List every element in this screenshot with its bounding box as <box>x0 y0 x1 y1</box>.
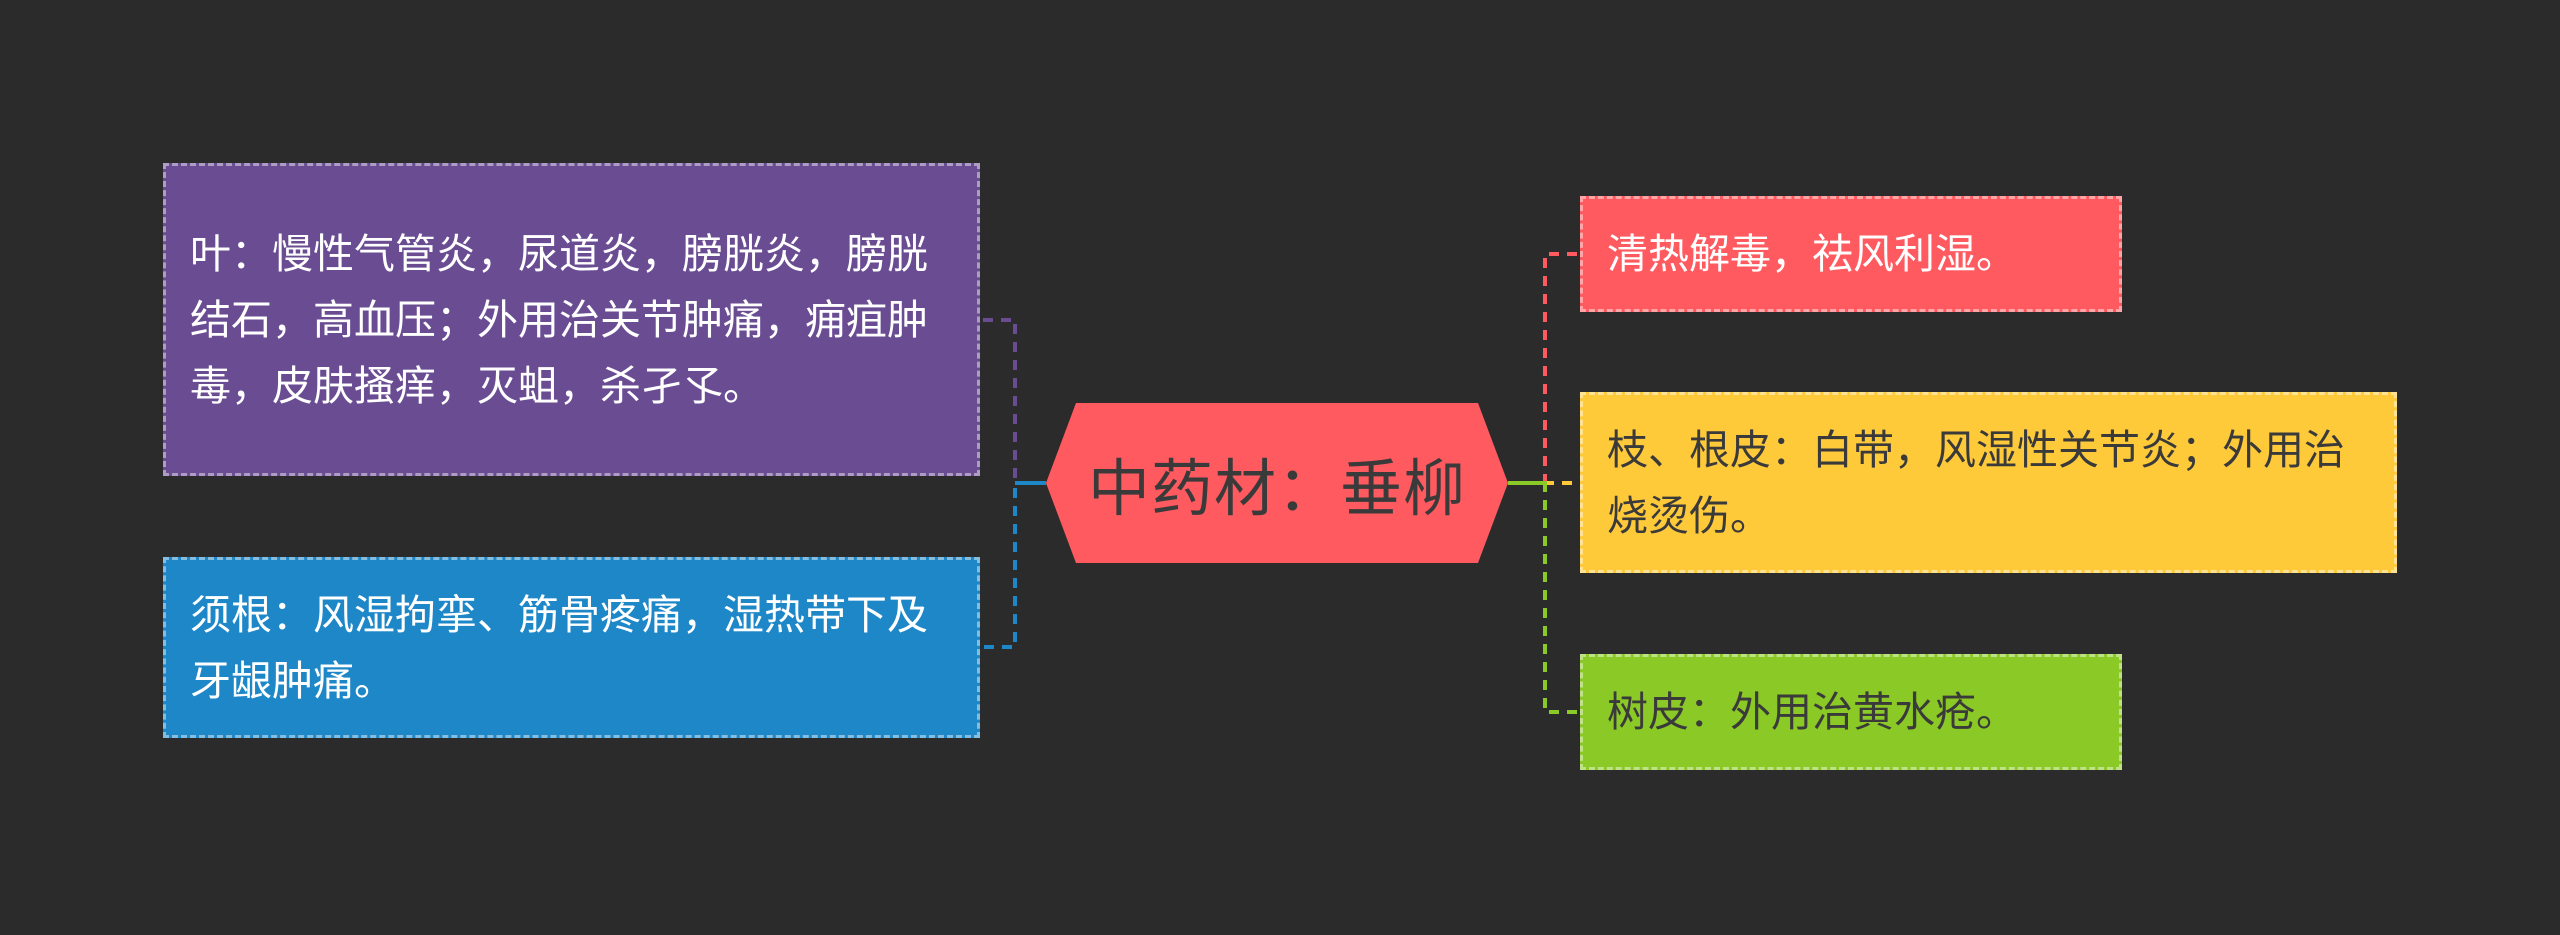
central-topic-shape <box>1046 403 1508 563</box>
leaf-node-root-hair-uses[interactable]: 须根：风湿拘挛、筋骨疼痛，湿热带下及牙龈肿痛。 <box>163 557 980 738</box>
leaf-node-leaf-uses[interactable]: 叶：慢性气管炎，尿道炎，膀胱炎，膀胱结石，高血压；外用治关节肿痛，痈疽肿毒，皮肤… <box>163 163 980 476</box>
central-topic[interactable]: 中药材：垂柳 <box>1046 403 1508 563</box>
central-topic-label: 中药材：垂柳 <box>1087 452 1466 525</box>
leaf-node-text: 树皮：外用治黄水疮。 <box>1607 688 2017 736</box>
leaf-node-branch-root-bark-uses[interactable]: 枝、根皮：白带，风湿性关节炎；外用治烧烫伤。 <box>1580 392 2397 573</box>
connector-left-1 <box>980 318 1046 485</box>
leaf-node-text: 清热解毒，祛风利湿。 <box>1607 230 2017 278</box>
leaf-node-text: 枝、根皮：白带，风湿性关节炎；外用治烧烫伤。 <box>1607 425 2345 540</box>
connector-left-2 <box>980 481 1046 649</box>
connector-right-1 <box>1508 252 1580 485</box>
leaf-node-text: 须根：风湿拘挛、筋骨疼痛，湿热带下及牙龈肿痛。 <box>190 590 928 705</box>
leaf-node-effects[interactable]: 清热解毒，祛风利湿。 <box>1580 196 2122 312</box>
leaf-node-bark-uses[interactable]: 树皮：外用治黄水疮。 <box>1580 654 2122 770</box>
leaf-node-text: 叶：慢性气管炎，尿道炎，膀胱炎，膀胱结石，高血压；外用治关节肿痛，痈疽肿毒，皮肤… <box>190 229 928 410</box>
connector-right-3 <box>1508 481 1580 714</box>
